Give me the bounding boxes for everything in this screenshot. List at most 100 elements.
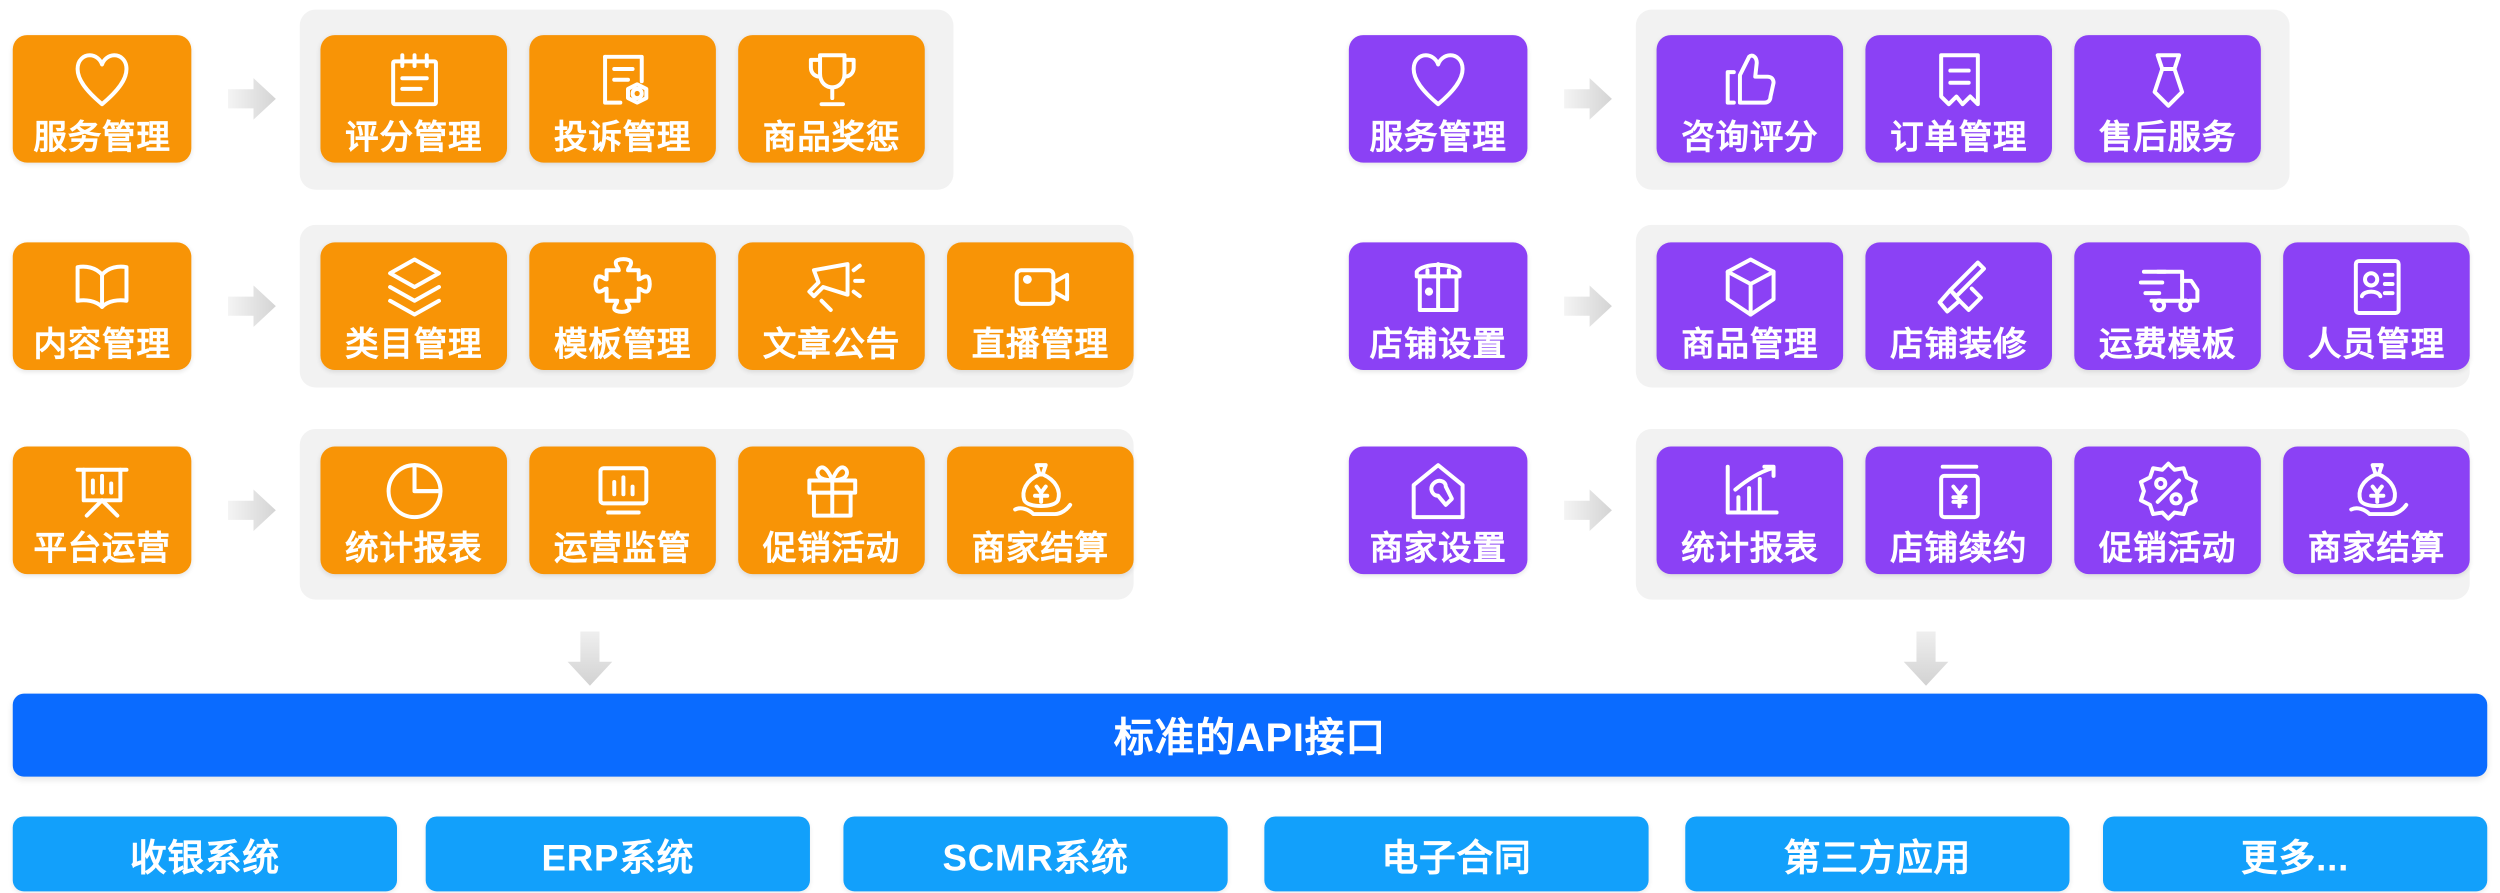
system-button-cashier[interactable]: 收银系统 (12, 816, 398, 892)
api-interface-bar[interactable]: 标准的API接口 (12, 693, 2488, 777)
down-arrow-left (563, 628, 617, 689)
child-card-promotion-activity-right[interactable]: 促销活动 (2074, 446, 2261, 575)
child-card-product-management[interactable]: 商品管理 (1656, 242, 1844, 370)
child-card-shipping-template[interactable]: 运费模板 (2074, 242, 2261, 370)
system-button-label: 更多... (2241, 836, 2350, 878)
video-camera-icon (1004, 250, 1077, 323)
thumbs-up-icon (1713, 43, 1786, 116)
child-card-rating-management[interactable]: 评分管理 (320, 35, 508, 163)
card-label: 售后服务 (2099, 119, 2237, 157)
card-label: 模板管理 (554, 326, 692, 364)
card-label: 商家结算 (2307, 531, 2445, 568)
parent-card-service-management-right[interactable]: 服务管理 (1348, 35, 1528, 163)
yuan-document-icon (1922, 454, 1995, 527)
house-wrench-icon (1401, 454, 1474, 527)
system-button-scmr[interactable]: SCMR系统 (843, 816, 1228, 892)
puzzle-piece-icon (586, 250, 659, 323)
card-label: 商品奖惩 (762, 119, 901, 157)
child-card-consultation-rating[interactable]: 咨询评分 (1656, 35, 1844, 163)
receipt-icon (1922, 43, 1995, 116)
paint-brush-icon (1922, 250, 1995, 323)
id-card-icon (2340, 250, 2413, 323)
pie-chart-icon (377, 454, 450, 527)
child-card-merchant-settlement-right[interactable]: 商家结算 (2283, 446, 2470, 575)
money-bag-hand-icon (2340, 454, 2413, 527)
child-card-order-management[interactable]: 订单管理 (1865, 35, 2052, 163)
child-card-personnel-management[interactable]: 人员管理 (2283, 242, 2470, 370)
child-card-promotion-activity-left[interactable]: 促销活动 (738, 446, 925, 575)
card-label: 店铺装修 (1890, 326, 2028, 364)
system-button-e-contract[interactable]: 电子合同 (1264, 816, 1649, 892)
card-label: 评分管理 (345, 119, 483, 157)
child-card-merchant-settlement-left[interactable]: 商家结算 (947, 446, 1134, 575)
storefront-icon (1401, 250, 1474, 323)
flow-arrow-right-row3 (1561, 483, 1615, 537)
card-label: 商家设置 (1369, 531, 1507, 568)
parent-card-store-settings[interactable]: 店铺设置 (1348, 242, 1528, 370)
card-label: 咨询评分 (1681, 119, 1819, 157)
necktie-icon (2131, 43, 2204, 116)
parent-card-merchant-settings[interactable]: 商家设置 (1348, 446, 1528, 575)
child-card-store-decoration[interactable]: 店铺装修 (1865, 242, 2052, 370)
trophy-icon (795, 43, 868, 116)
card-label: 促销活动 (762, 531, 901, 568)
child-card-product-rewards-penalties[interactable]: 商品奖惩 (738, 35, 925, 163)
delivery-truck-icon (2131, 250, 2204, 323)
system-button-erp[interactable]: ERP系统 (425, 816, 810, 892)
child-card-statistics-report-left[interactable]: 统计报表 (320, 446, 508, 575)
card-label: 运费模板 (2099, 326, 2237, 364)
flow-arrow-left-row3 (225, 483, 279, 537)
card-label: 订单管理 (1890, 119, 2028, 157)
heart-icon (65, 43, 138, 116)
api-bar-label: 标准的API接口 (1113, 715, 1387, 761)
child-card-article-announcement[interactable]: 文章公告 (738, 242, 925, 370)
megaphone-icon (795, 250, 868, 323)
card-label: 商家结算 (971, 531, 1109, 568)
system-button-third-party-app[interactable]: 第三方应用 (1685, 816, 2070, 892)
system-button-label: 第三方应用 (1783, 836, 1972, 878)
flow-arrow-left-row1 (225, 72, 279, 126)
money-bag-hand-icon (1004, 454, 1077, 527)
system-button-label: 收银系统 (129, 836, 280, 878)
flow-arrow-right-row1 (1561, 72, 1615, 126)
system-button-more[interactable]: 更多... (2102, 816, 2488, 892)
child-card-live-stream-management[interactable]: 直播管理 (947, 242, 1134, 370)
card-label: 店铺续约 (1890, 531, 2028, 568)
parent-card-service-management-left[interactable]: 服务管理 (12, 35, 192, 163)
parent-card-platform-operations[interactable]: 平台运营 (12, 446, 192, 575)
gift-icon (795, 454, 868, 527)
card-label: 服务管理 (1369, 119, 1507, 157)
down-arrow-right (1899, 628, 1953, 689)
card-label: 统计报表 (1681, 531, 1819, 568)
card-label: 类目管理 (345, 326, 483, 364)
card-label: 促销活动 (2099, 531, 2237, 568)
system-button-label: SCMR系统 (942, 836, 1129, 878)
document-seal-icon (586, 43, 659, 116)
card-label: 统计报表 (345, 531, 483, 568)
card-label: 商品管理 (1681, 326, 1819, 364)
card-label: 投诉管理 (554, 119, 692, 157)
child-card-after-sales-service[interactable]: 售后服务 (2074, 35, 2261, 163)
card-label: 文章公告 (762, 326, 901, 364)
child-card-template-management[interactable]: 模板管理 (529, 242, 716, 370)
child-card-category-management[interactable]: 类目管理 (320, 242, 508, 370)
card-label: 平台运营 (33, 531, 171, 568)
card-label: 直播管理 (971, 326, 1109, 364)
flow-arrow-left-row2 (225, 279, 279, 333)
percent-badge-icon (2131, 454, 2204, 527)
growth-chart-icon (1713, 454, 1786, 527)
child-card-store-renewal[interactable]: 店铺续约 (1865, 446, 2052, 575)
monitor-chart-icon (586, 454, 659, 527)
child-card-statistics-report-right[interactable]: 统计报表 (1656, 446, 1844, 575)
child-card-complaint-management[interactable]: 投诉管理 (529, 35, 716, 163)
parent-card-content-management[interactable]: 内容管理 (12, 242, 192, 370)
system-button-label: 电子合同 (1381, 836, 1532, 878)
flow-arrow-right-row2 (1561, 279, 1615, 333)
card-label: 内容管理 (33, 326, 171, 364)
open-book-icon (65, 250, 138, 323)
card-label: 人员管理 (2307, 326, 2445, 364)
cube-box-icon (1713, 250, 1786, 323)
heart-icon (1401, 43, 1474, 116)
child-card-operation-supervision[interactable]: 运营监管 (529, 446, 716, 575)
